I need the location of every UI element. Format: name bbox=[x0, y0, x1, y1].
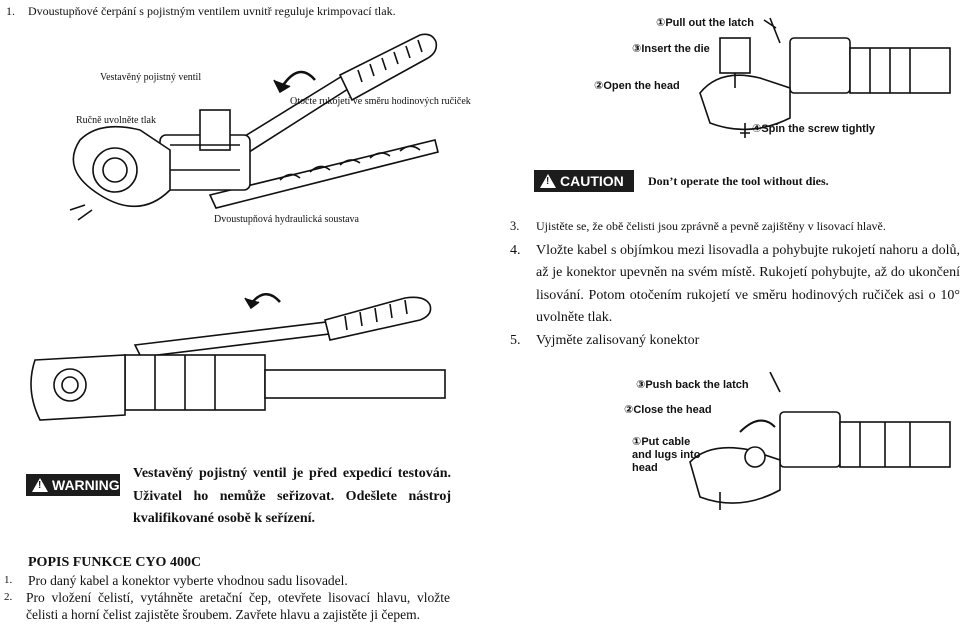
intro-item-number: 1. bbox=[6, 4, 15, 18]
warning-badge-label: WARNING bbox=[52, 477, 120, 493]
warning-badge: WARNING bbox=[26, 474, 120, 496]
label-step-open-head: ②Open the head bbox=[594, 80, 680, 92]
caution-badge-label: CAUTION bbox=[560, 173, 624, 189]
intro-item-text: Dvoustupňové čerpání s pojistným ventile… bbox=[28, 4, 396, 18]
step-item: 4. Vložte kabel s objímkou mezi lisovadl… bbox=[510, 240, 960, 330]
function-item: 2. Pro vložení čelistí, vytáhněte aretač… bbox=[4, 589, 450, 623]
step-number: 5. bbox=[510, 332, 521, 348]
steps-list: 3. Ujistěte se, že obě čelisti jsou zprá… bbox=[510, 216, 960, 351]
step-text: Ujistěte se, že obě čelisti jsou zprávně… bbox=[536, 219, 886, 233]
function-item: 1. Pro daný kabel a konektor vyberte vho… bbox=[4, 572, 450, 589]
die-insertion-illustration bbox=[699, 17, 951, 138]
step-number: 3. bbox=[510, 219, 520, 233]
step-text: Vyjměte zalisovaný konektor bbox=[536, 332, 700, 348]
function-item-number: 1. bbox=[4, 574, 13, 586]
step-number: 4. bbox=[510, 242, 521, 258]
warning-triangle-icon bbox=[32, 478, 48, 492]
caution-badge: CAUTION bbox=[534, 170, 634, 192]
function-section-title: POPIS FUNKCE CYO 400C bbox=[28, 555, 202, 570]
crimping-tool-illustration-top bbox=[69, 33, 439, 221]
label-step-push-latch: ③Push back the latch bbox=[636, 379, 749, 391]
step-text: Vložte kabel s objímkou mezi lisovadla a… bbox=[536, 242, 960, 326]
label-step-insert-die: ③Insert the die bbox=[632, 43, 710, 55]
step-item: 3. Ujistěte se, že obě čelisti jsou zprá… bbox=[510, 216, 960, 238]
crimping-tool-illustration-bottom bbox=[30, 293, 446, 421]
label-rotate-handle: Otočte rukojetí ve směru hodinových ruči… bbox=[290, 96, 471, 107]
step-item: 5. Vyjměte zalisovaný konektor bbox=[510, 330, 960, 352]
function-item-text: Pro vložení čelistí, vytáhněte aretační … bbox=[26, 590, 450, 622]
caution-text: Don’t operate the tool without dies. bbox=[648, 174, 829, 188]
label-hydraulic-system: Dvoustupňová hydraulická soustava bbox=[214, 214, 359, 225]
label-safety-valve: Vestavěný pojistný ventil bbox=[100, 72, 202, 83]
function-item-text: Pro daný kabel a konektor vyberte vhodno… bbox=[28, 573, 348, 588]
intro-item: 1. Dvoustupňové čerpání s pojistným vent… bbox=[6, 4, 396, 19]
label-release-pressure: Ručně uvolněte tlak bbox=[76, 115, 156, 126]
head-closing-illustration bbox=[689, 372, 951, 510]
function-list: 1. Pro daný kabel a konektor vyberte vho… bbox=[4, 572, 450, 623]
warning-text: Vestavěný pojistný ventil je před expedi… bbox=[133, 466, 451, 526]
label-step-spin-screw: ④Spin the screw tightly bbox=[752, 123, 875, 135]
caution-warning-icon bbox=[540, 174, 556, 188]
label-step-pull-latch: ①Pull out the latch bbox=[656, 17, 754, 29]
label-step-close-head: ②Close the head bbox=[624, 404, 712, 416]
function-item-number: 2. bbox=[4, 591, 13, 603]
label-step-put-cable: ①Put cable and lugs into head bbox=[632, 436, 701, 474]
